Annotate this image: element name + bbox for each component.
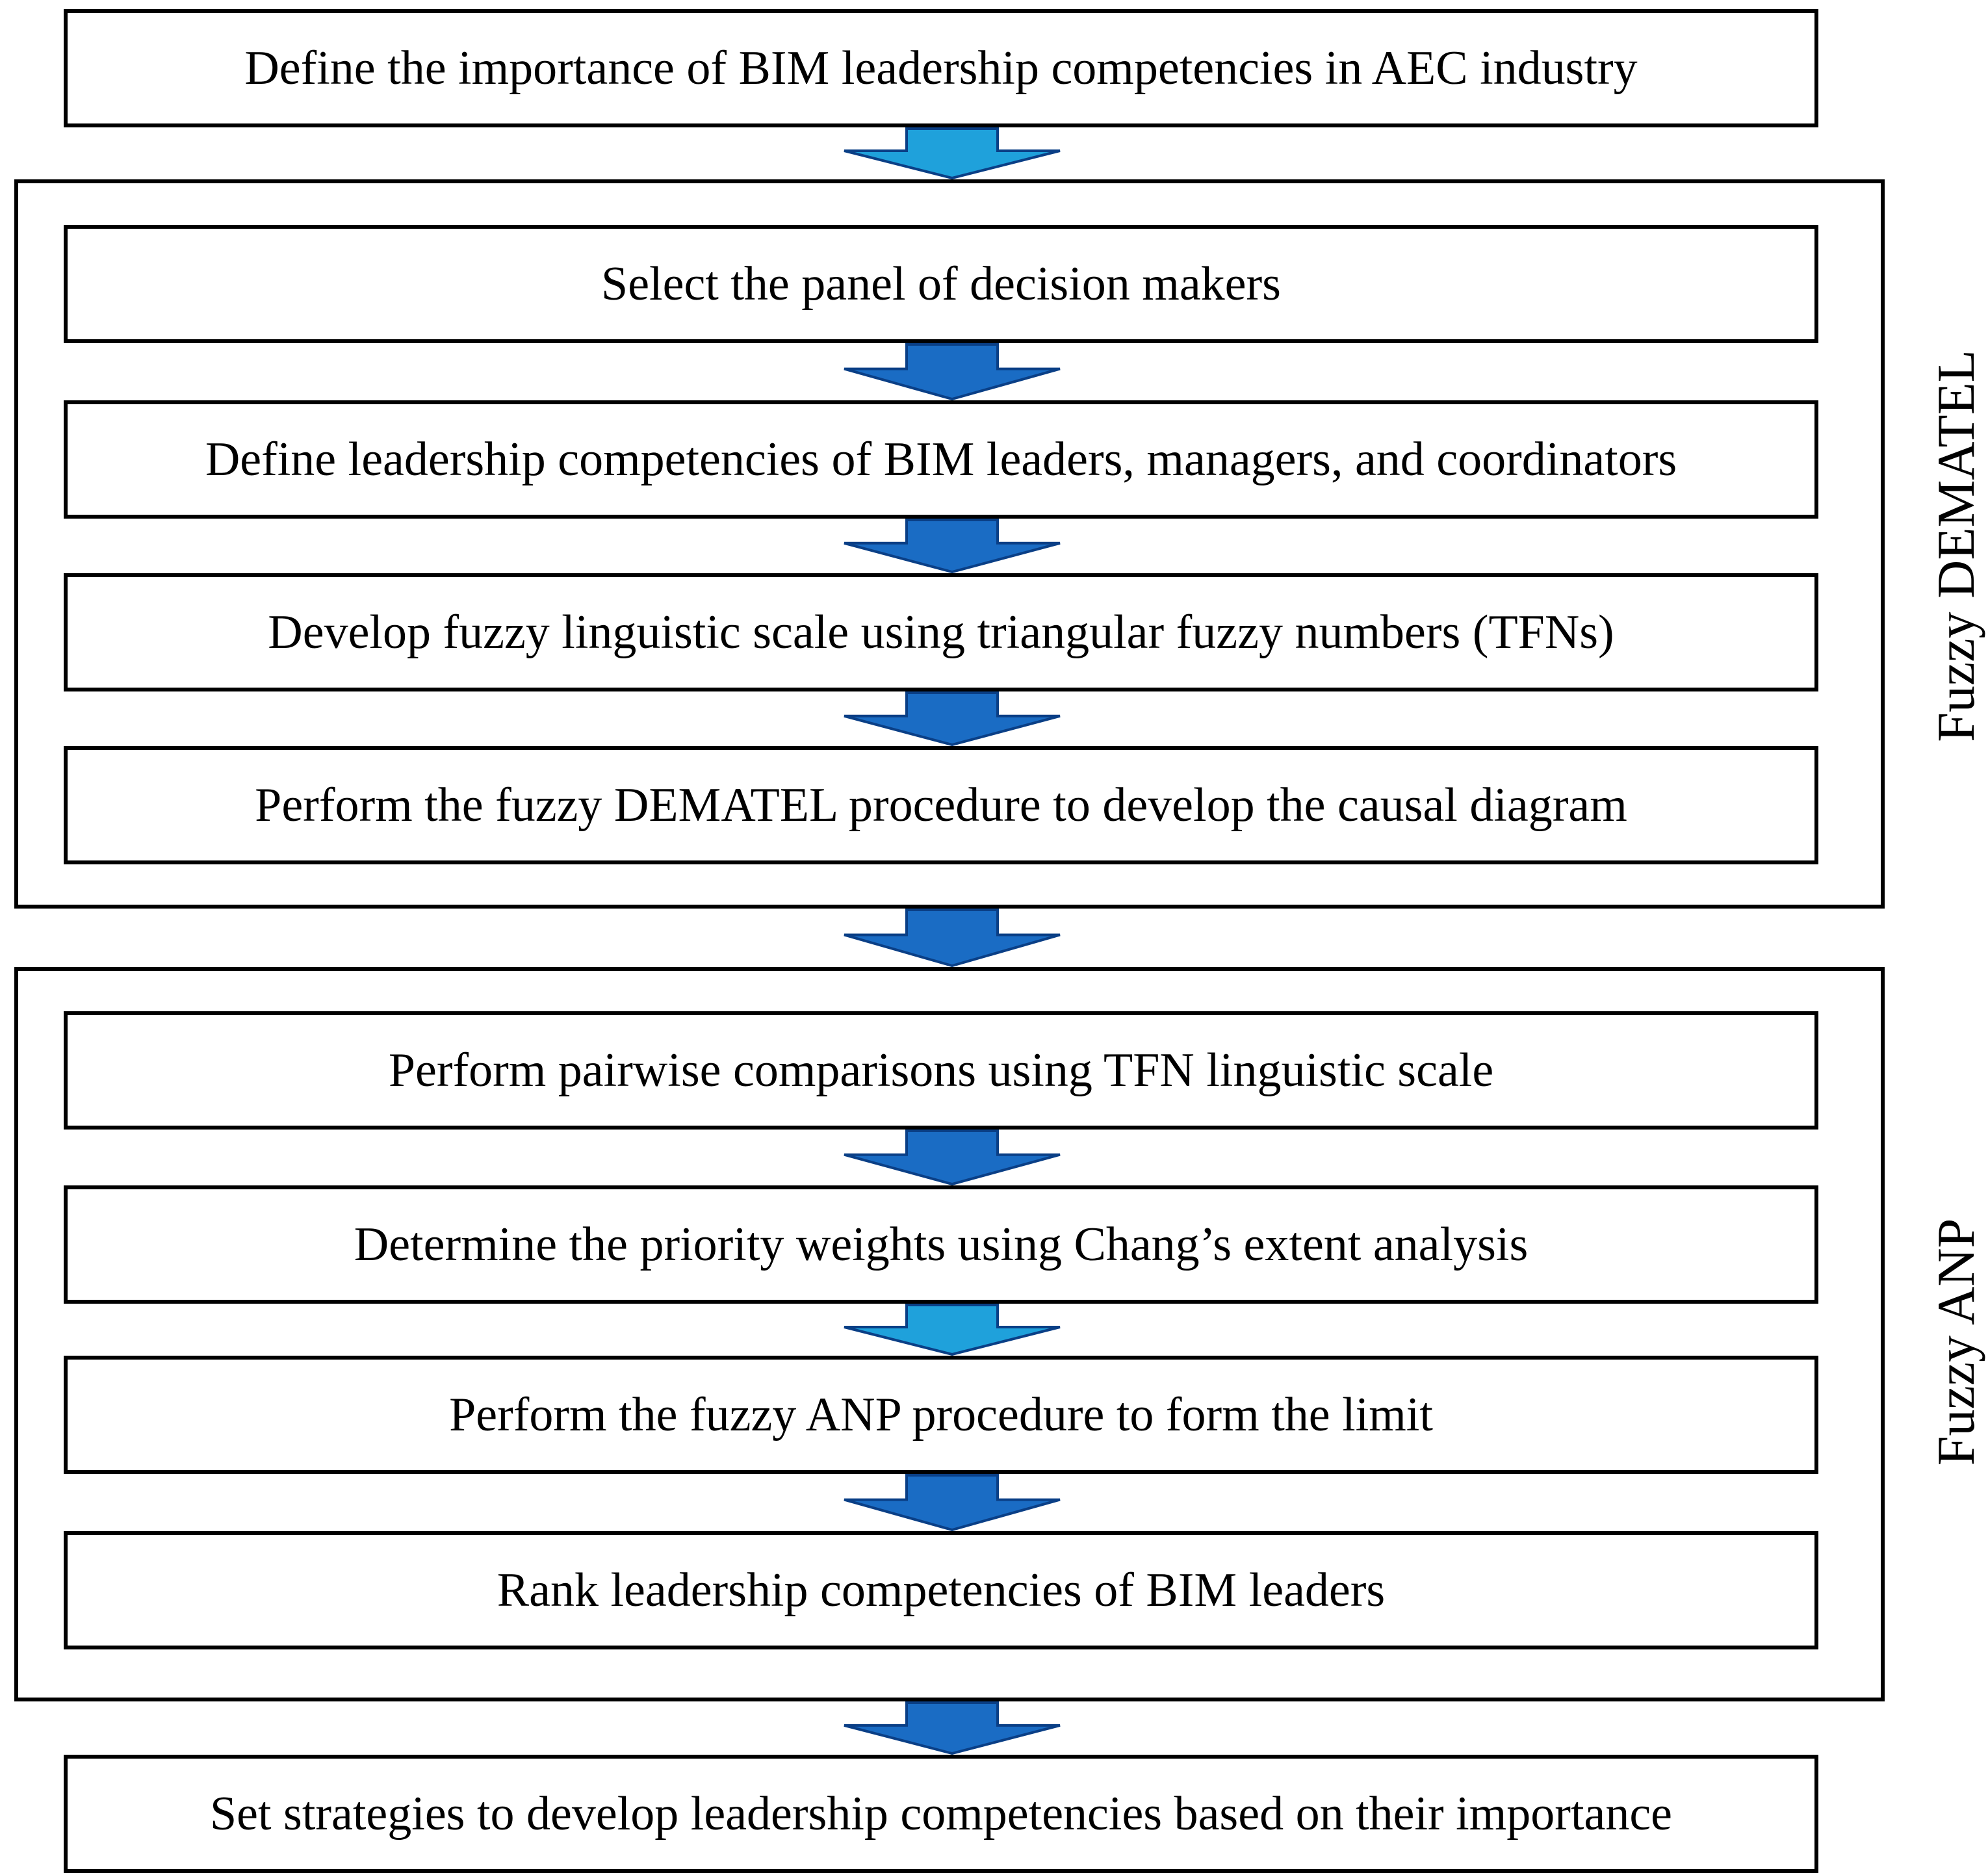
arrow-shape: [844, 1130, 1061, 1185]
arrow-down-icon: [844, 1304, 1061, 1356]
arrow-down-icon: [844, 1130, 1061, 1185]
fuzzy-anp-group: [14, 967, 1885, 1701]
arrow-down-icon: [844, 1701, 1061, 1755]
step-pairwise-comparisons: Perform pairwise comparisons using TFN l…: [64, 1011, 1818, 1130]
arrow-down-icon: [844, 343, 1061, 400]
arrow-down-icon: [844, 909, 1061, 967]
arrow-shape: [844, 519, 1061, 573]
step-set-strategies: Set strategies to develop leadership com…: [64, 1755, 1818, 1873]
step-define-importance: Define the importance of BIM leadership …: [64, 9, 1818, 127]
step-rank-competencies: Rank leadership competencies of BIM lead…: [64, 1531, 1818, 1649]
arrow-shape: [844, 1474, 1061, 1531]
arrow-shape: [844, 127, 1061, 179]
fuzzy-anp-label: Fuzzy ANP: [1926, 1218, 1985, 1466]
arrow-down-icon: [844, 1474, 1061, 1531]
step-priority-weights: Determine the priority weights using Cha…: [64, 1185, 1818, 1304]
arrow-down-icon: [844, 519, 1061, 573]
arrow-shape: [844, 1304, 1061, 1356]
arrow-shape: [844, 691, 1061, 746]
arrow-shape: [844, 909, 1061, 967]
step-select-panel: Select the panel of decision makers: [64, 225, 1818, 343]
step-develop-scale: Develop fuzzy linguistic scale using tri…: [64, 573, 1818, 691]
arrow-shape: [844, 1701, 1061, 1755]
step-fuzzy-dematel: Perform the fuzzy DEMATEL procedure to d…: [64, 746, 1818, 864]
step-fuzzy-anp: Perform the fuzzy ANP procedure to form …: [64, 1356, 1818, 1474]
step-define-competencies: Define leadership competencies of BIM le…: [64, 400, 1818, 519]
arrow-down-icon: [844, 691, 1061, 746]
arrow-shape: [844, 343, 1061, 400]
fuzzy-dematel-group: [14, 179, 1885, 909]
fuzzy-dematel-label: Fuzzy DEMATEL: [1926, 350, 1985, 742]
arrow-down-icon: [844, 127, 1061, 179]
